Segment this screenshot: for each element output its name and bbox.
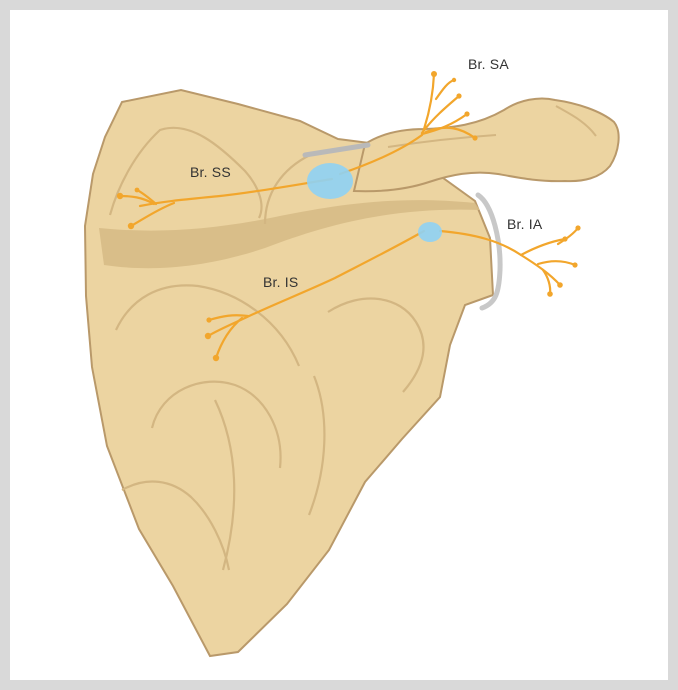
scapula-illustration: [10, 10, 668, 680]
label-br-is: Br. IS: [263, 274, 298, 290]
acromion-shape: [354, 98, 619, 191]
injection-site-suprascapular: [307, 163, 353, 199]
label-br-ia: Br. IA: [507, 216, 542, 232]
diagram-canvas: Br. SA Br. SS Br. IA Br. IS: [10, 10, 668, 680]
label-br-ss: Br. SS: [190, 164, 231, 180]
injection-site-glenoid: [418, 222, 442, 242]
label-br-sa: Br. SA: [468, 56, 509, 72]
